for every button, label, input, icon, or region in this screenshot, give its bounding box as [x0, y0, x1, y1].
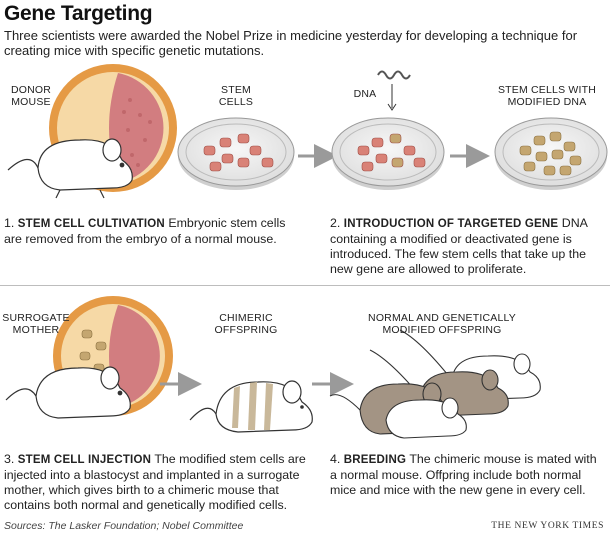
step-1-number: 1.: [4, 216, 15, 230]
surrogate-mouse-illustration: [5, 366, 131, 419]
label-chimeric-offspring: CHIMERIC OFFSPRING: [214, 312, 278, 336]
sources-credit: Sources: The Lasker Foundation; Nobel Co…: [4, 520, 244, 532]
step-4-heading: BREEDING: [343, 454, 407, 466]
label-stem-cells: STEM CELLS: [218, 84, 254, 108]
step-2-number: 2.: [330, 216, 341, 230]
dna-strand-icon: [377, 70, 411, 111]
step-2-caption: 2. INTRODUCTION OF TARGETED GENE DNA con…: [330, 216, 608, 277]
petri-dish-modified-cells: [494, 117, 608, 190]
step-4-caption: 4. BREEDING The chimeric mouse is mated …: [330, 452, 606, 498]
petri-dish-stem-cells: [177, 117, 295, 190]
step-3-caption: 3. STEM CELL INJECTION The modified stem…: [4, 452, 306, 513]
step-1-heading: STEM CELL CULTIVATION: [17, 218, 165, 230]
step-2-heading: INTRODUCTION OF TARGETED GENE: [343, 218, 559, 230]
step-1-caption: 1. STEM CELL CULTIVATION Embryonic stem …: [4, 216, 296, 247]
label-donor-mouse: DONOR MOUSE: [10, 84, 52, 108]
step-4-text: The chimeric mouse is mated with a norma…: [330, 452, 597, 497]
step-2-text: DNA containing a modified or deactivated…: [330, 216, 588, 276]
page-title: Gene Targeting: [4, 2, 153, 25]
section-divider: [0, 285, 610, 286]
chimeric-mouse-illustration: [189, 380, 313, 433]
label-surrogate-mother: SURROGATE MOTHER: [2, 312, 70, 336]
petri-dish-dna-introduced: [331, 117, 445, 190]
label-normal-modified-offspring: NORMAL AND GENETICALLY MODIFIED OFFSPRIN…: [368, 312, 516, 336]
donor-mouse-illustration: [7, 138, 133, 199]
step-3-number: 3.: [4, 452, 15, 466]
step-1-text: Embryonic stem cells are removed from th…: [4, 216, 286, 246]
label-stem-cells-modified: STEM CELLS WITH MODIFIED DNA: [497, 84, 597, 108]
step-3-text: The modified stem cells are injected int…: [4, 452, 306, 512]
label-dna: DNA: [353, 88, 377, 100]
offspring-mice-illustration: [329, 329, 541, 439]
publisher-credit: THE NEW YORK TIMES: [491, 521, 604, 531]
step-4-number: 4.: [330, 452, 341, 466]
page-subtitle: Three scientists were awarded the Nobel …: [4, 28, 578, 58]
step-3-heading: STEM CELL INJECTION: [17, 454, 152, 466]
